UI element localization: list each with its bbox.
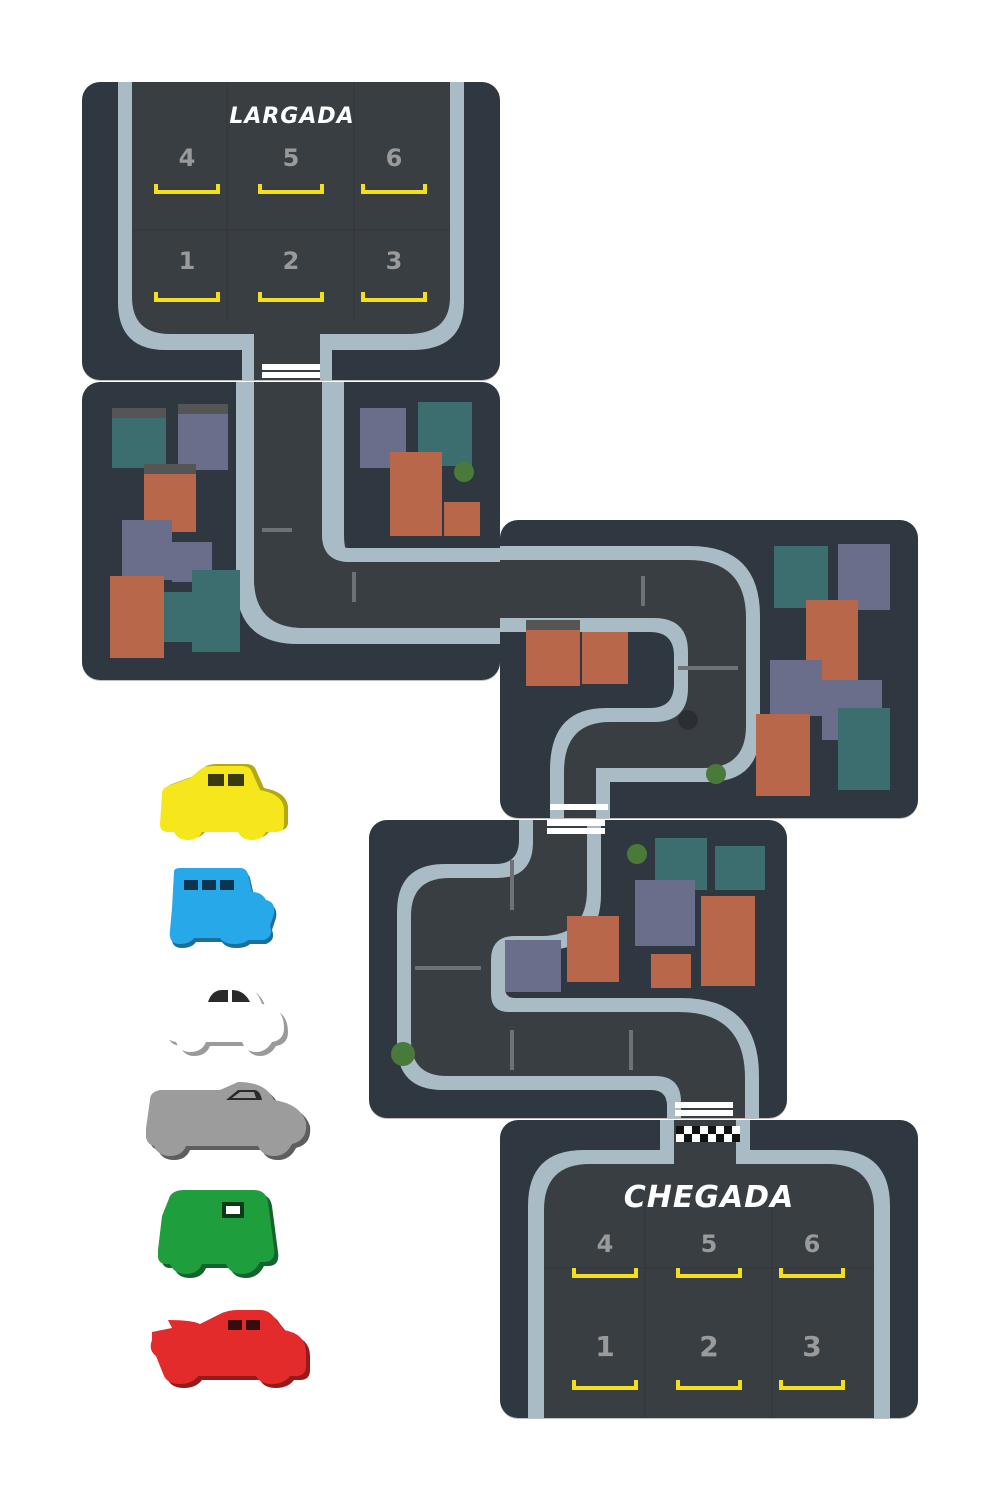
start-tile: LARGADA 4 5 6 1 2 3 xyxy=(82,82,500,380)
slot-number: 6 xyxy=(803,1230,821,1258)
red-car-token[interactable] xyxy=(146,1310,314,1390)
car-body xyxy=(150,1310,306,1384)
crosswalk xyxy=(550,804,608,810)
slot-number: 4 xyxy=(178,144,196,172)
green-car-token[interactable] xyxy=(158,1190,282,1280)
city-tile-1-graphic xyxy=(110,382,500,658)
city-tile-2-graphic xyxy=(500,544,890,818)
finish-tile: CHEGADA 4 5 6 1 2 3 xyxy=(500,1120,918,1418)
slot-number: 3 xyxy=(385,247,403,275)
car-body xyxy=(160,766,284,840)
finish-slot-lines xyxy=(572,1268,845,1390)
white-car-token[interactable] xyxy=(160,978,290,1058)
slot-number: 2 xyxy=(282,247,300,275)
finish-tile-graphic xyxy=(528,1120,890,1418)
crosswalk xyxy=(262,364,320,378)
slot-number: 1 xyxy=(595,1330,615,1363)
city-tile-3 xyxy=(369,820,787,1118)
checkered-finish-line xyxy=(676,1126,740,1142)
city-tile-3-graphic xyxy=(391,820,765,1118)
slot-number: 2 xyxy=(699,1330,719,1363)
city-tile-2 xyxy=(500,520,918,818)
start-label: LARGADA xyxy=(229,104,355,129)
car-body xyxy=(164,980,284,1052)
slot-number: 6 xyxy=(385,144,403,172)
slot-number: 4 xyxy=(596,1230,614,1258)
buildings xyxy=(391,838,765,1066)
buildings xyxy=(110,402,480,658)
car-body xyxy=(158,1190,275,1274)
crosswalk xyxy=(547,820,733,1116)
buildings xyxy=(526,544,890,796)
finish-label: CHEGADA xyxy=(623,1180,795,1215)
slot-number: 5 xyxy=(700,1230,718,1258)
city-tile-1 xyxy=(82,382,500,680)
gray-car-token[interactable] xyxy=(146,1082,314,1162)
slot-number: 3 xyxy=(802,1330,822,1363)
slot-number: 1 xyxy=(178,247,196,275)
start-slot-lines xyxy=(154,184,427,302)
blue-car-token[interactable] xyxy=(166,868,282,948)
car-body xyxy=(169,868,275,944)
yellow-car-token[interactable] xyxy=(158,762,294,842)
slot-number: 5 xyxy=(282,144,300,172)
start-tile-graphic xyxy=(118,82,464,380)
car-body xyxy=(146,1082,307,1156)
